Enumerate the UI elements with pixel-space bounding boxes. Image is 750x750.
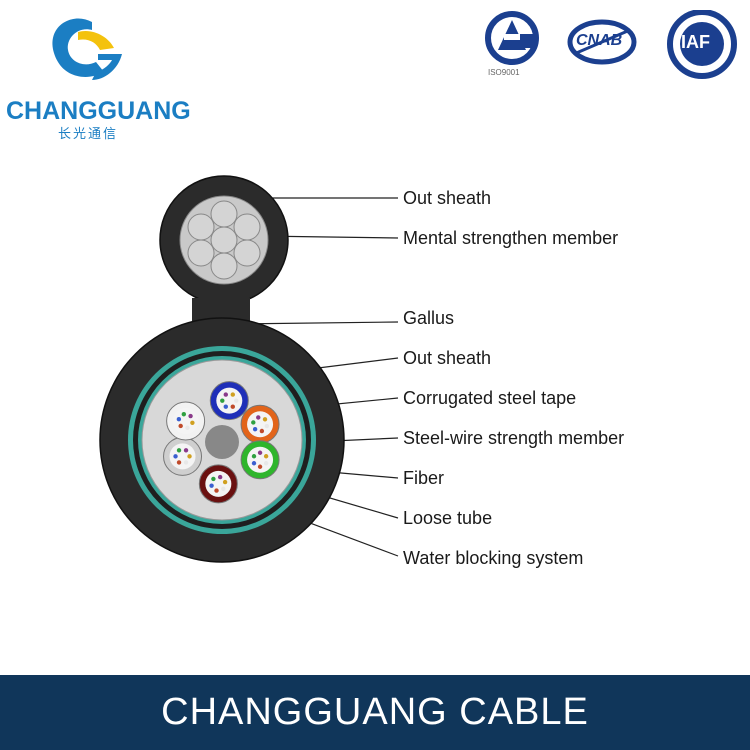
iaf-text: IAF xyxy=(681,32,710,52)
steel-strands xyxy=(187,200,261,280)
loose-tube xyxy=(240,440,280,480)
fiber xyxy=(176,460,182,465)
cnab-text: CNAB xyxy=(576,32,623,49)
fiber xyxy=(230,404,235,409)
central-strength-member xyxy=(205,425,239,459)
fiber xyxy=(263,461,269,466)
fiber xyxy=(262,417,268,422)
fiber xyxy=(223,392,228,397)
fiber xyxy=(251,454,257,459)
loose-tube-gel xyxy=(216,387,243,414)
fiber xyxy=(181,412,187,417)
iso-cert-logo: ISO9001 xyxy=(478,10,550,79)
loose-tubes xyxy=(163,381,280,504)
fiber xyxy=(251,461,257,466)
label-fiber: Fiber xyxy=(403,468,445,488)
messenger-wire xyxy=(159,175,289,305)
fiber xyxy=(251,420,256,425)
fiber xyxy=(211,476,216,482)
fiber xyxy=(190,420,195,426)
fiber xyxy=(187,454,192,459)
loose-tube-gel xyxy=(172,408,199,434)
fiber xyxy=(264,423,270,429)
fiber xyxy=(221,486,226,491)
label-steel-wire-strength-member: Steel-wire strength member xyxy=(403,428,625,448)
fiber xyxy=(230,392,235,397)
fiber xyxy=(223,404,228,409)
fiber xyxy=(214,488,219,493)
label-out-sheath-top: Out sheath xyxy=(403,188,492,208)
fiber xyxy=(209,483,214,488)
fiber xyxy=(183,460,189,465)
label-water-blocking-system: Water blocking system xyxy=(403,548,584,568)
brand-name: CHANGGUANG xyxy=(6,97,191,125)
iaf-cert-logo: IAF xyxy=(662,9,742,85)
loose-tube-gel xyxy=(247,411,274,438)
footer-banner: CHANGGUANG CABLE xyxy=(0,675,750,750)
brand-name-cn: 长光通信 xyxy=(58,127,119,142)
label-loose-tube: Loose tube xyxy=(403,508,493,528)
brand-logo: CHANGGUANG 长光通信 xyxy=(0,0,200,150)
label-corrugated-steel-tape: Corrugated steel tape xyxy=(403,388,577,408)
fiber xyxy=(234,398,239,403)
loose-tube-gel xyxy=(169,443,196,470)
fiber xyxy=(257,464,263,469)
fiber xyxy=(263,454,269,459)
fiber xyxy=(176,448,182,453)
fiber xyxy=(259,428,265,434)
label-metal-strengthen-member: Mental strengthen member xyxy=(403,228,619,248)
fiber xyxy=(176,416,182,422)
fiber xyxy=(178,423,183,429)
fiber xyxy=(188,413,193,419)
fiber xyxy=(185,425,190,430)
label-gallus: Gallus xyxy=(403,308,455,328)
cnab-cert-logo: CNAB xyxy=(566,18,638,71)
loose-tube-gel xyxy=(247,446,274,473)
main-cable xyxy=(99,317,345,563)
loose-tube xyxy=(163,436,203,476)
fiber xyxy=(222,479,228,485)
fiber xyxy=(217,474,223,480)
loose-tube xyxy=(198,464,238,504)
loose-tube xyxy=(240,404,280,444)
fiber xyxy=(183,448,189,453)
fiber xyxy=(257,450,263,455)
fiber xyxy=(256,415,261,420)
brand-logo-mark xyxy=(52,18,122,80)
loose-tube-gel xyxy=(205,470,232,497)
iso-caption: ISO9001 xyxy=(488,68,520,77)
loose-tube xyxy=(209,381,249,421)
fiber xyxy=(252,426,258,432)
fiber xyxy=(220,398,225,403)
footer-title: CHANGGUANG CABLE xyxy=(161,691,589,733)
fiber xyxy=(173,454,178,459)
label-out-sheath: Out sheath xyxy=(403,348,492,368)
loose-tube xyxy=(166,401,206,441)
